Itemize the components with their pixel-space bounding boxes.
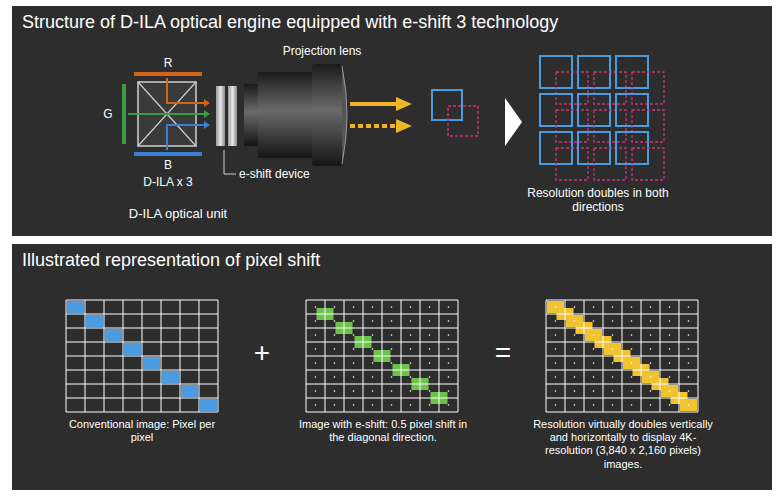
color-label: B — [158, 158, 178, 172]
part-name: D-ILA x 3 — [123, 175, 213, 189]
operator: = — [488, 336, 518, 370]
e-shift-device — [216, 86, 237, 174]
color-label: G — [101, 107, 115, 121]
combined-grid — [546, 300, 698, 412]
color-label: R — [158, 56, 178, 70]
result-note: Resolution doubles in both directions — [513, 186, 683, 215]
projection-lens — [244, 64, 347, 166]
part-name: Projection lens — [262, 44, 382, 58]
panel-heading: Structure of D-ILA optical engine equipp… — [12, 6, 568, 39]
conventional-grid — [66, 300, 218, 412]
light-arrows — [350, 97, 412, 133]
panel-ground — [12, 6, 772, 236]
operator: + — [247, 336, 277, 370]
pixel-grid — [540, 56, 664, 180]
unit-name: D-ILA optical unit — [98, 206, 258, 222]
shifted-grid — [306, 300, 458, 412]
prism — [122, 72, 210, 156]
panel: Structure of D-ILA optical engine equipp… — [12, 6, 772, 236]
shifted-pixel — [448, 106, 478, 136]
panel-heading: Illustrated representation of pixel shif… — [12, 244, 330, 277]
panel-ground — [12, 244, 772, 490]
pixel — [432, 90, 462, 120]
caption: Conventional image: Pixel per pixel — [57, 418, 227, 444]
caption: Image with e-shift: 0.5 pixel shift in t… — [293, 418, 473, 444]
caption: Resolution virtually doubles vertically … — [528, 418, 718, 471]
part-name: e-shift device — [239, 167, 349, 181]
result-arrow — [505, 98, 522, 146]
